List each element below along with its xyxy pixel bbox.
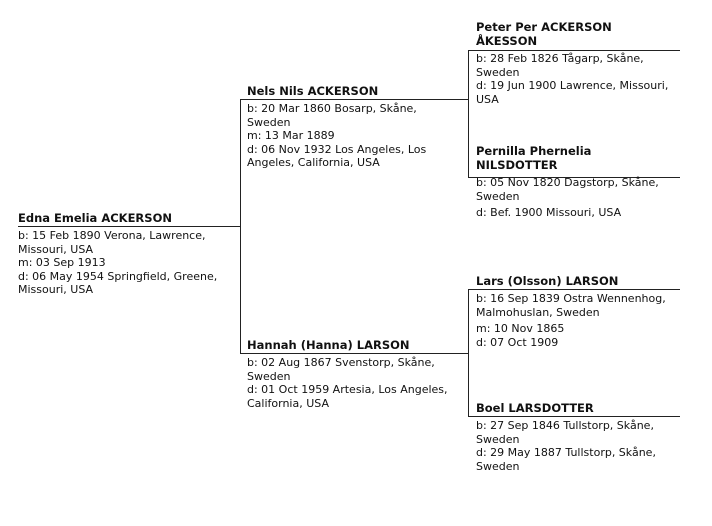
birth-info: b: 02 Aug 1867 Svenstorp, Skåne, Sweden: [247, 356, 435, 383]
person-maternal-grandmother[interactable]: Boel LARSDOTTER b: 27 Sep 1846 Tullstorp…: [476, 401, 676, 473]
death-info: d: 29 May 1887 Tullstorp, Skåne, Sweden: [476, 446, 656, 473]
person-mother[interactable]: Hannah (Hanna) LARSON b: 02 Aug 1867 Sve…: [247, 338, 459, 410]
maternal-grandmother-underline: [468, 416, 680, 417]
paternal-grandmother-underline: [468, 177, 680, 178]
person-name: Edna Emelia ACKERSON: [18, 211, 172, 225]
person-name: Peter Per ACKERSON: [476, 20, 612, 34]
paternal-grandfather-underline: [468, 50, 680, 51]
mother-underline: [240, 353, 468, 354]
marriage-info: m: 10 Nov 1865: [476, 322, 565, 336]
marriage-info: m: 03 Sep 1913: [18, 256, 106, 270]
birth-info: b: 05 Nov 1820 Dagstorp, Skåne, Sweden: [476, 176, 659, 203]
maternal-grandfather-underline: [468, 289, 680, 290]
mother-parents-connector: [468, 289, 469, 417]
person-name: Hannah (Hanna) LARSON: [247, 338, 410, 352]
person-self[interactable]: Edna Emelia ACKERSON b: 15 Feb 1890 Vero…: [18, 211, 228, 297]
death-info: d: 19 Jun 1900 Lawrence, Missouri, USA: [476, 79, 669, 106]
person-name: Boel LARSDOTTER: [476, 401, 594, 415]
death-info: d: 06 May 1954 Springfield, Greene, Miss…: [18, 269, 218, 297]
birth-info: b: 15 Feb 1890 Verona, Lawrence, Missour…: [18, 229, 206, 256]
father-parents-connector: [468, 50, 469, 178]
death-info: d: 01 Oct 1959 Artesia, Los Angeles, Cal…: [247, 383, 448, 410]
person-paternal-grandfather[interactable]: Peter Per ACKERSON ÅKESSON b: 28 Feb 182…: [476, 20, 676, 106]
person-name: Nels Nils ACKERSON: [247, 84, 379, 98]
person-name-line2: ÅKESSON: [476, 34, 538, 48]
father-underline: [240, 99, 468, 100]
self-underline: [18, 226, 240, 227]
death-info: d: 07 Oct 1909: [476, 335, 559, 349]
birth-info: b: 16 Sep 1839 Ostra Wennenhog, Malmohus…: [476, 292, 666, 319]
birth-info: b: 27 Sep 1846 Tullstorp, Skåne, Sweden: [476, 419, 654, 446]
death-info: d: Bef. 1900 Missouri, USA: [476, 206, 622, 220]
person-name: Pernilla Phernelia: [476, 144, 592, 158]
death-info: d: 06 Nov 1932 Los Angeles, Los Angeles,…: [247, 142, 427, 170]
person-name-line2: NILSDOTTER: [476, 158, 558, 172]
person-paternal-grandmother[interactable]: Pernilla Phernelia NILSDOTTER b: 05 Nov …: [476, 144, 676, 220]
person-maternal-grandfather[interactable]: Lars (Olsson) LARSON b: 16 Sep 1839 Ostr…: [476, 274, 676, 349]
birth-info: b: 28 Feb 1826 Tågarp, Skåne, Sweden: [476, 52, 644, 79]
self-parents-connector: [240, 99, 241, 354]
person-father[interactable]: Nels Nils ACKERSON b: 20 Mar 1860 Bosarp…: [247, 84, 459, 170]
marriage-info: m: 13 Mar 1889: [247, 129, 335, 143]
birth-info: b: 20 Mar 1860 Bosarp, Skåne, Sweden: [247, 102, 417, 129]
person-name: Lars (Olsson) LARSON: [476, 274, 619, 288]
